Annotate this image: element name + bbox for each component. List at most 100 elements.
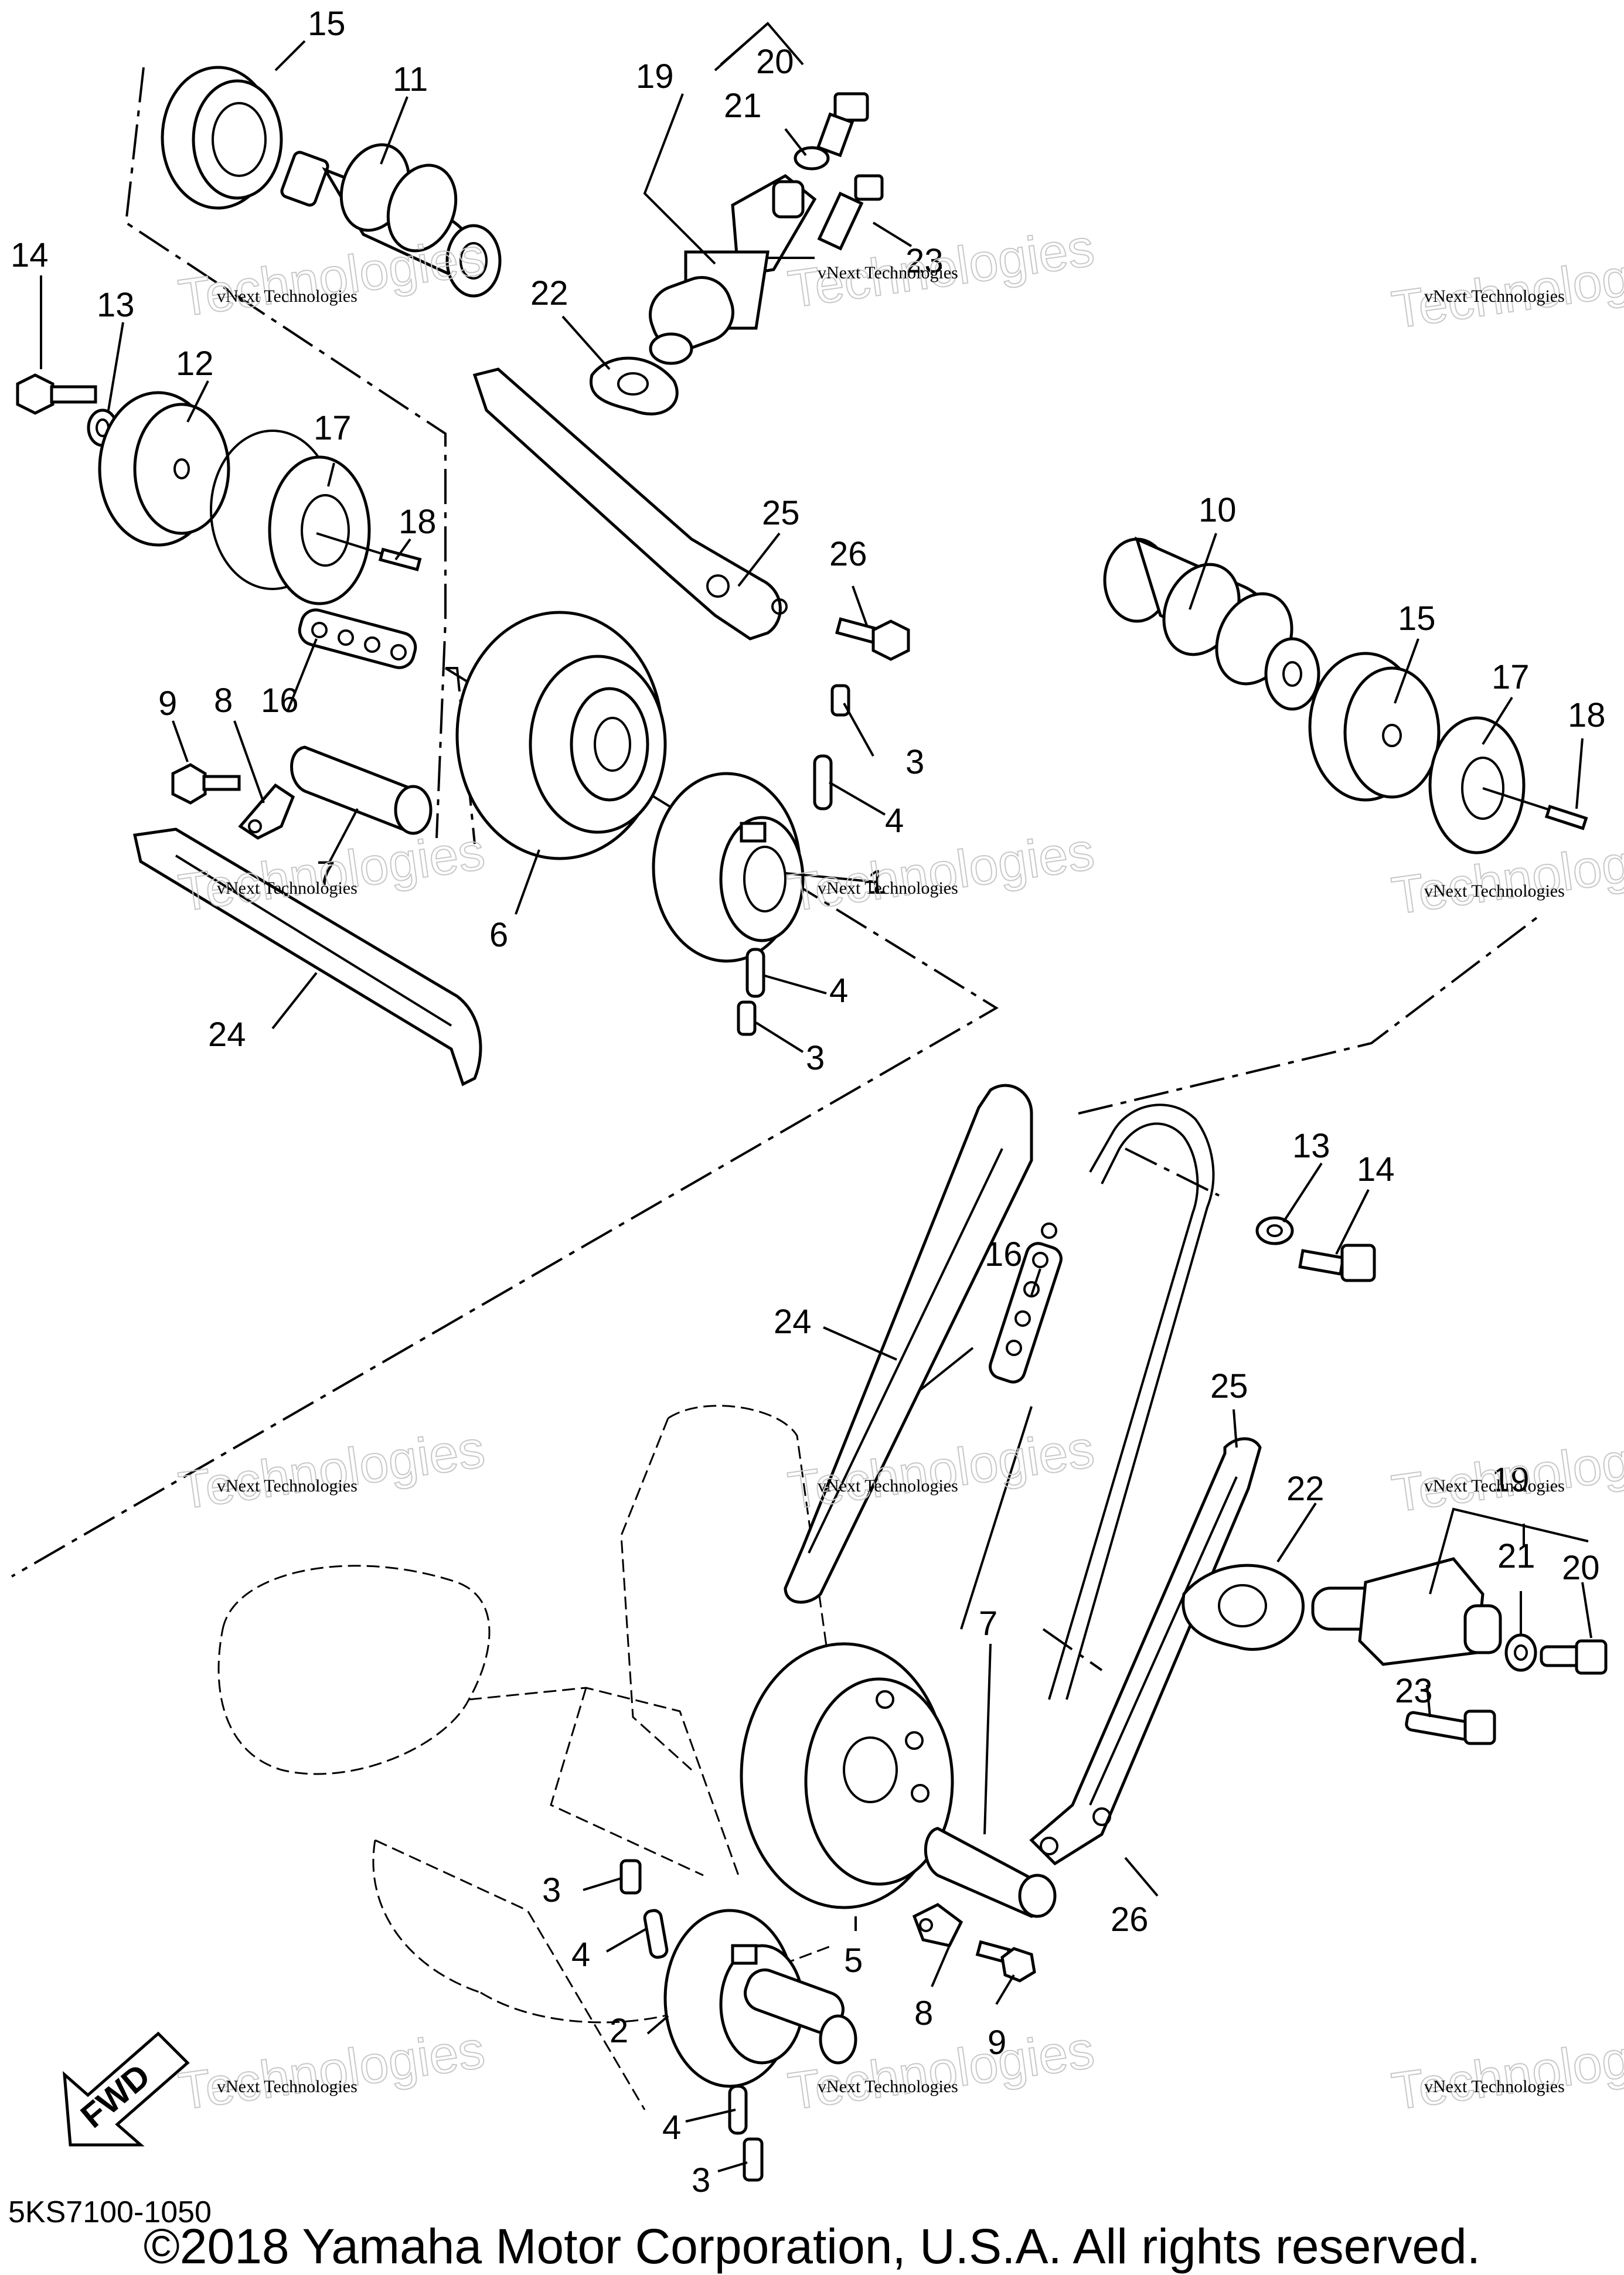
callout-1: 1 — [867, 863, 886, 901]
callout-4-c: 4 — [571, 1936, 590, 1974]
callout-4-a: 4 — [885, 802, 904, 840]
washer-13-lower — [1255, 1216, 1294, 1245]
callout-8-b: 8 — [914, 1994, 933, 2032]
diagram-code: 5KS7100-1050 — [8, 2195, 212, 2229]
watermark-small-5: vNext Technologies — [818, 878, 958, 898]
callout-24-a: 24 — [208, 1016, 246, 1054]
chain-guide-25-upper — [472, 367, 788, 641]
watermark-big-10: Technologies — [175, 2021, 488, 2121]
watermark-big-7: Technologies — [175, 1420, 488, 1521]
bearing-15-upper — [161, 66, 283, 210]
callout-5: 5 — [844, 1942, 863, 1980]
callout-25-b: 25 — [1210, 1367, 1248, 1405]
callout-23-b: 23 — [1395, 1672, 1433, 1710]
spring-3-lower-a — [619, 1859, 642, 1895]
crank-gear-2 — [663, 1909, 857, 2088]
callout-7-a: 7 — [316, 854, 335, 893]
callout-numbers: 15 11 19 20 21 23 22 14 13 12 17 18 25 2… — [11, 5, 1606, 2199]
gasket-22-lower — [1182, 1564, 1305, 1651]
watermark-small-7: vNext Technologies — [217, 1476, 358, 1496]
spring-3-lower-b — [743, 2137, 764, 2182]
bolt-20-lower — [1540, 1639, 1608, 1675]
callout-12: 12 — [176, 345, 214, 383]
watermark-small-6: vNext Technologies — [1424, 881, 1565, 901]
watermark-big-4: Technologies — [175, 822, 488, 923]
watermark-big-9: Technologies — [1388, 1423, 1624, 1524]
bolt-14-lower — [1298, 1244, 1376, 1282]
callout-6: 6 — [489, 916, 508, 954]
callout-25-a: 25 — [762, 494, 800, 532]
chain-guide-24-upper — [132, 827, 482, 1087]
watermark-small-4: vNext Technologies — [217, 878, 358, 898]
callout-22-b: 22 — [1286, 1470, 1325, 1508]
bolt-14-upper — [16, 373, 97, 415]
chain-guide-24-lower — [784, 1084, 1033, 1604]
chain-guide-25-lower — [1029, 1437, 1262, 1866]
fwd-arrow: FWD — [62, 2031, 190, 2147]
chain-segment-16-lower — [989, 1222, 1063, 1384]
watermark-small-8: vNext Technologies — [818, 1476, 958, 1496]
callout-22-a: 22 — [530, 274, 568, 312]
callout-3-c: 3 — [542, 1871, 561, 1909]
stopper-plate-8-upper — [238, 783, 295, 840]
watermark-big-8: Technologies — [785, 1420, 1098, 1521]
callout-17-b: 17 — [1492, 658, 1530, 696]
callout-19-b: 19 — [1492, 1461, 1530, 1499]
bolt-23-upper — [817, 174, 884, 251]
callout-3-a: 3 — [905, 743, 924, 781]
watermark-small-11: vNext Technologies — [818, 2077, 958, 2096]
callout-26-a: 26 — [829, 535, 867, 573]
callout-16-b: 16 — [985, 1235, 1023, 1273]
callout-18-a: 18 — [399, 503, 437, 541]
bolt-20-upper — [816, 92, 869, 158]
leader-lines — [40, 22, 1592, 2172]
watermark-big-1: Technologies — [175, 227, 488, 328]
watermark-small-10: vNext Technologies — [217, 2077, 358, 2096]
callout-21-a: 21 — [724, 87, 762, 125]
callout-2: 2 — [610, 2012, 628, 2050]
callout-8-a: 8 — [214, 682, 233, 720]
watermark-small-1: vNext Technologies — [217, 287, 358, 306]
watermark-big-5: Technologies — [785, 822, 1098, 923]
watermark-big-12: Technologies — [1388, 2021, 1624, 2121]
gasket-22-upper — [590, 356, 679, 416]
pin-4-upper-a — [813, 754, 833, 810]
callout-21-b: 21 — [1497, 1537, 1536, 1575]
bolt-9-upper — [171, 763, 241, 805]
callout-20-b: 20 — [1562, 1549, 1600, 1587]
cam-plate-12 — [98, 391, 230, 547]
copyright-notice: ©2018 Yamaha Motor Corporation, U.S.A. A… — [143, 2219, 1481, 2274]
idler-shaft-7-lower — [924, 1827, 1057, 1918]
watermark-small-3: vNext Technologies — [1424, 287, 1565, 306]
idler-shaft-7-upper — [290, 745, 433, 835]
tensioner-assembly-19-upper — [648, 174, 817, 365]
pin-4-upper-b — [745, 948, 765, 998]
spring-3-upper-a — [830, 684, 850, 717]
callout-14-a: 14 — [11, 236, 49, 274]
callout-16-a: 16 — [261, 682, 299, 720]
pin-4-lower-a — [643, 1909, 669, 1959]
chain-segment-16-upper — [298, 608, 417, 669]
callout-7-b: 7 — [979, 1605, 997, 1643]
callout-24-b: 24 — [774, 1303, 812, 1341]
callout-26-b: 26 — [1111, 1901, 1149, 1939]
watermark-small-12: vNext Technologies — [1424, 2077, 1565, 2096]
callout-4-d: 4 — [662, 2109, 681, 2147]
callout-23-a: 23 — [905, 242, 944, 280]
callout-20-a: 20 — [756, 43, 794, 81]
callout-17-a: 17 — [314, 409, 352, 447]
camshaft-10 — [1103, 536, 1320, 711]
callout-15-a: 15 — [308, 5, 346, 43]
callout-18-b: 18 — [1568, 696, 1606, 734]
callout-9-a: 9 — [158, 684, 177, 723]
cam-sprocket-17-lower — [1428, 716, 1588, 854]
cam-chain-loop — [913, 1104, 1215, 1700]
callout-13-b: 13 — [1292, 1127, 1330, 1165]
cam-plate-15-lower — [1308, 652, 1441, 802]
tensioner-assembly-19-lower — [1311, 1557, 1502, 1666]
washer-21-lower — [1504, 1633, 1537, 1672]
cam-sprocket-17-upper — [210, 430, 422, 605]
callout-10: 10 — [1199, 491, 1237, 529]
callout-14-b: 14 — [1357, 1150, 1395, 1188]
